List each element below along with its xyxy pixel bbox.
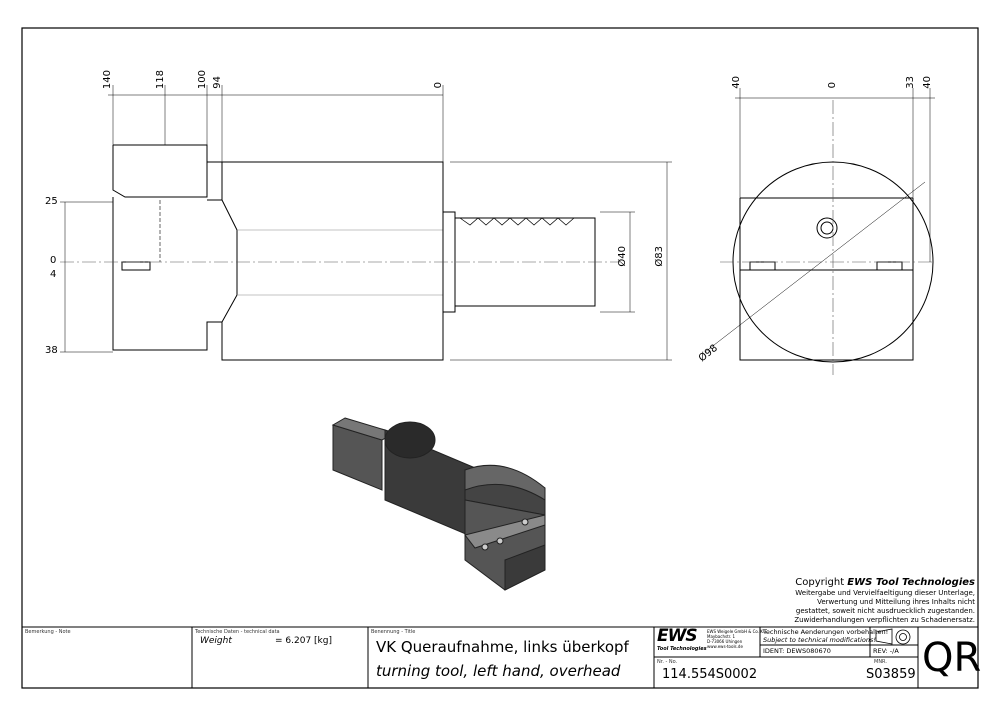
- dim-left-0: 0: [50, 255, 57, 266]
- side-view: [60, 85, 672, 361]
- dim-4: 4: [50, 269, 57, 280]
- copyright-notice: Copyright EWS Tool Technologies Weiterga…: [794, 577, 975, 624]
- top-tab: [112, 144, 208, 198]
- note-label: Bemerkung - Note: [25, 629, 71, 635]
- ews-logo: EWS: [657, 626, 698, 646]
- dim-r40: 40: [731, 76, 742, 89]
- revision: REV: -/A: [873, 647, 899, 655]
- title-block-lines: [22, 626, 978, 688]
- mnr-value: S03859: [866, 667, 916, 682]
- mnr-label: MNR.: [874, 659, 887, 665]
- ident-number: IDENT: DEWS080670: [763, 647, 831, 655]
- tech-data-label: Technische Daten - technical data: [195, 629, 280, 635]
- isometric-view: [331, 417, 546, 591]
- dim-r0: 0: [827, 82, 838, 89]
- dim-0: 0: [433, 82, 444, 89]
- dim-25: 25: [45, 196, 58, 207]
- title-english: turning tool, left hand, overhead: [376, 662, 621, 680]
- dim-94: 94: [212, 76, 223, 89]
- weight-value: = 6.207 [kg]: [275, 636, 332, 646]
- dim-38: 38: [45, 345, 58, 356]
- nr-value: 114.554S0002: [662, 667, 758, 682]
- changes-english: Subject to technical modifications!: [763, 636, 876, 644]
- nr-label: Nr. - No.: [657, 659, 678, 665]
- dim-100: 100: [197, 70, 208, 90]
- drawing-border: [21, 27, 979, 689]
- weight-label: Weight: [200, 636, 232, 646]
- ews-logo-sub: Tool Technologies: [657, 646, 707, 652]
- title-label: Benennung - Title: [371, 629, 416, 635]
- dim-r33: 33: [905, 76, 916, 89]
- dim-d83: Ø83: [654, 246, 665, 267]
- dim-d40: Ø40: [617, 246, 628, 267]
- title-german: VK Queraufnahme, links überkopf: [376, 638, 629, 656]
- dim-140: 140: [102, 70, 113, 90]
- qr-label: QR: [922, 635, 982, 681]
- front-view: [704, 88, 935, 375]
- dim-118: 118: [155, 70, 166, 90]
- dim-r40b: 40: [922, 76, 933, 89]
- changes-german: Technische Aenderungen vorbehalten!: [763, 628, 889, 636]
